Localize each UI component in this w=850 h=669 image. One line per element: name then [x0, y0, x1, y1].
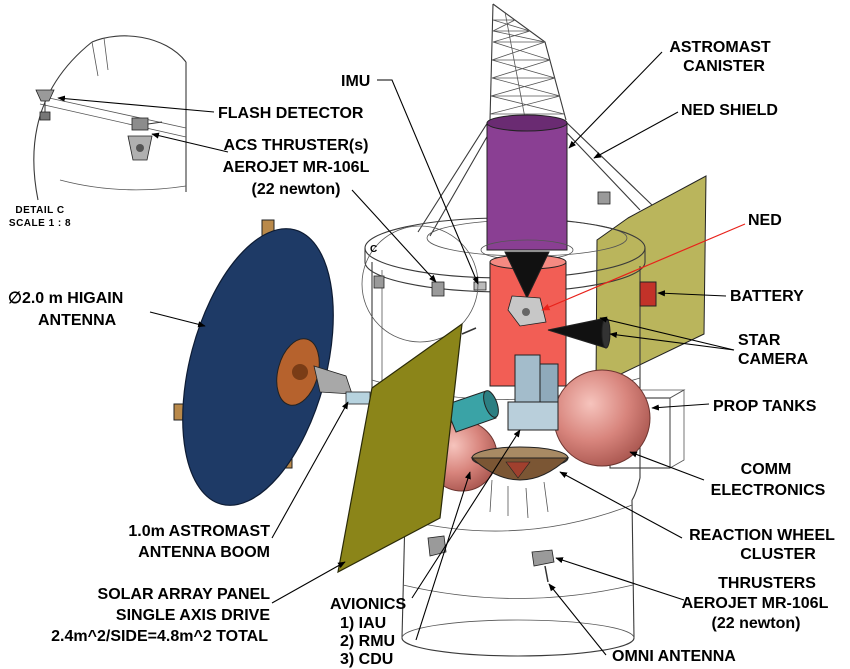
reaction-wheel-cluster — [470, 446, 570, 519]
acs-thrusters — [373, 191, 611, 297]
leader-star-camera-a — [609, 331, 735, 351]
leader-comm-electronics — [629, 451, 705, 481]
label-solar-array-line2: SINGLE AXIS DRIVE — [116, 607, 270, 624]
label-battery: BATTERY — [730, 288, 804, 305]
imu-bracket — [473, 281, 547, 327]
leader-higain-antenna — [149, 311, 206, 328]
label-ned: NED — [748, 212, 782, 229]
label-star-camera-line2: CAMERA — [738, 351, 809, 368]
leader-acs-thruster-body — [351, 189, 437, 283]
leader-avionics-a — [411, 429, 521, 599]
label-flash-detector: FLASH DETECTOR — [218, 105, 364, 122]
label-omni-antenna: OMNI ANTENNA — [612, 648, 736, 665]
solar-array-panel-rear — [595, 175, 707, 387]
label-higain-antenna-line2: ANTENNA — [38, 312, 117, 329]
label-reaction-wheel-line1: REACTION WHEEL — [689, 527, 835, 544]
flash-detector-part — [35, 89, 55, 121]
omni-antenna — [544, 565, 549, 583]
leader-avionics-b — [415, 471, 471, 641]
leader-astromast-boom — [271, 401, 349, 539]
higain-antenna-dish — [182, 228, 334, 506]
label-prop-tanks: PROP TANKS — [713, 398, 817, 415]
leader-astromast-canister — [568, 51, 663, 149]
astromast-boom-part — [345, 391, 371, 405]
detail-c-scale: SCALE 1 : 8 — [9, 218, 71, 229]
leader-imu — [377, 79, 479, 285]
acs-thruster-detail-part — [127, 117, 163, 161]
label-star-camera-line1: STAR — [738, 332, 781, 349]
leader-thrusters — [555, 557, 685, 601]
detail-c-view — [33, 35, 187, 201]
higain-antenna — [173, 219, 371, 506]
label-acs-thruster-line3: (22 newton) — [252, 181, 341, 198]
prop-tank-right — [553, 369, 651, 467]
label-astromast-boom-line2: ANTENNA BOOM — [138, 544, 270, 561]
leader-prop-tanks — [651, 403, 710, 411]
label-astromast-boom-line1: 1.0m ASTROMAST — [128, 523, 270, 540]
star-camera-lens — [601, 317, 611, 349]
label-astromast-canister-line1: ASTROMAST — [669, 39, 771, 56]
battery — [639, 281, 657, 307]
label-thrusters-line1: THRUSTERS — [718, 575, 816, 592]
label-thrusters-line3: (22 newton) — [712, 615, 801, 632]
leader-ned-shield — [593, 111, 679, 159]
label-avionics-title: AVIONICS — [330, 596, 406, 613]
solar-array-panel-front — [337, 322, 463, 574]
label-solar-array-line3: 2.4m^2/SIDE=4.8m^2 TOTAL — [51, 628, 268, 645]
astromast-lattice — [489, 3, 567, 121]
leader-acs-thruster-detail — [151, 132, 229, 153]
label-acs-thruster-line1: ACS THRUSTER(s) — [224, 137, 369, 154]
label-comm-electronics-line2: ELECTRONICS — [711, 482, 826, 499]
astromast-canister — [480, 114, 574, 261]
label-acs-thruster-line2: AEROJET MR-106L — [223, 159, 370, 176]
label-solar-array-line1: SOLAR ARRAY PANEL — [98, 586, 271, 603]
leader-solar-array — [271, 561, 346, 604]
label-avionics-item-3: 3) CDU — [340, 651, 393, 668]
leader-flash-detector — [57, 95, 215, 113]
leader-reaction-wheel — [559, 471, 683, 539]
leader-omni-antenna — [548, 583, 607, 656]
antenna-feed — [313, 365, 353, 395]
label-thrusters-line2: AEROJET MR-106L — [682, 595, 829, 612]
leader-star-camera-b — [599, 316, 735, 351]
label-higain-antenna-line1: ∅2.0 m HIGAIN — [8, 290, 123, 307]
leader-lines — [57, 51, 746, 656]
label-imu: IMU — [341, 73, 370, 90]
leader-ned — [541, 223, 746, 311]
label-comm-electronics-line1: COMM — [741, 461, 792, 478]
ned-cone — [504, 251, 550, 300]
label-ned-shield: NED SHIELD — [681, 102, 778, 119]
bottom-thrusters — [427, 535, 555, 567]
avionics-stack — [507, 354, 559, 431]
label-avionics-item-2: 2) RMU — [340, 633, 395, 650]
detail-c-callout-label: C — [370, 244, 378, 255]
label-avionics-item-1: 1) IAU — [340, 615, 386, 632]
teal-unit — [444, 390, 499, 433]
solar-array-drive-shaft — [461, 327, 477, 335]
detail-c-title: DETAIL C — [15, 205, 64, 216]
leader-battery — [657, 290, 727, 297]
label-astromast-canister-line2: CANISTER — [683, 58, 765, 75]
label-reaction-wheel-line2: CLUSTER — [740, 546, 816, 563]
